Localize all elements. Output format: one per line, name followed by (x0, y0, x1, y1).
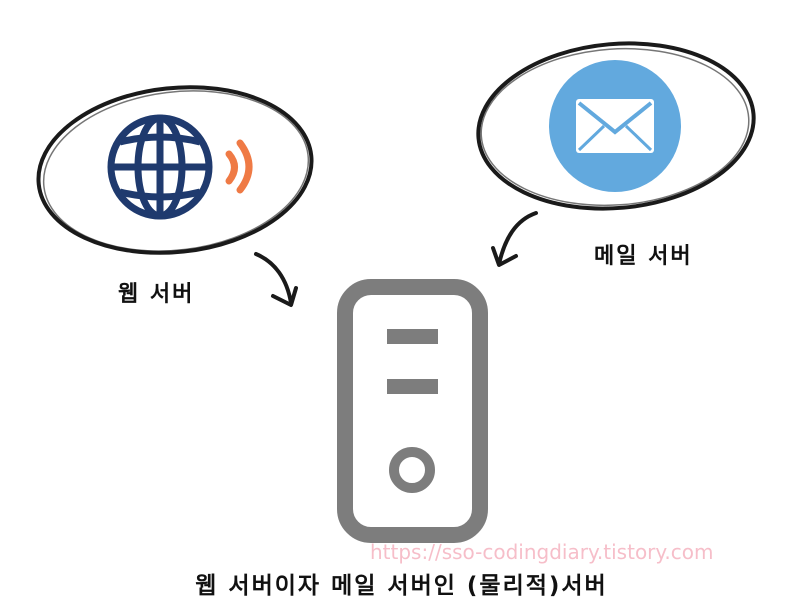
arrow-web-to-server (254, 252, 298, 307)
arrow-mail-to-server (491, 211, 538, 267)
watermark-url: https://sso-codingdiary.tistory.com (370, 540, 714, 564)
mail-server-label: 메일 서버 (594, 244, 693, 269)
server-power-button (389, 447, 435, 493)
web-server-bubble (36, 85, 314, 255)
web-server-bubble-outline (36, 85, 314, 255)
signal-waves-icon (225, 139, 253, 194)
mail-server-bubble-outline-sketch (480, 47, 750, 207)
server-tower-icon (337, 279, 488, 543)
globe-icon (107, 114, 213, 220)
mail-server-bubble-outline (476, 41, 756, 211)
server-drive-slot-bottom (387, 379, 438, 394)
web-server-bubble-outline-sketch (42, 90, 310, 252)
diagram-caption: 웹 서버이자 메일 서버인 (물리적)서버 (195, 573, 608, 599)
server-drive-slot-top (387, 329, 438, 344)
envelope-icon (549, 60, 681, 192)
server-tower-body (337, 279, 488, 543)
web-server-label: 웹 서버 (118, 282, 195, 307)
mail-server-bubble (476, 41, 756, 211)
